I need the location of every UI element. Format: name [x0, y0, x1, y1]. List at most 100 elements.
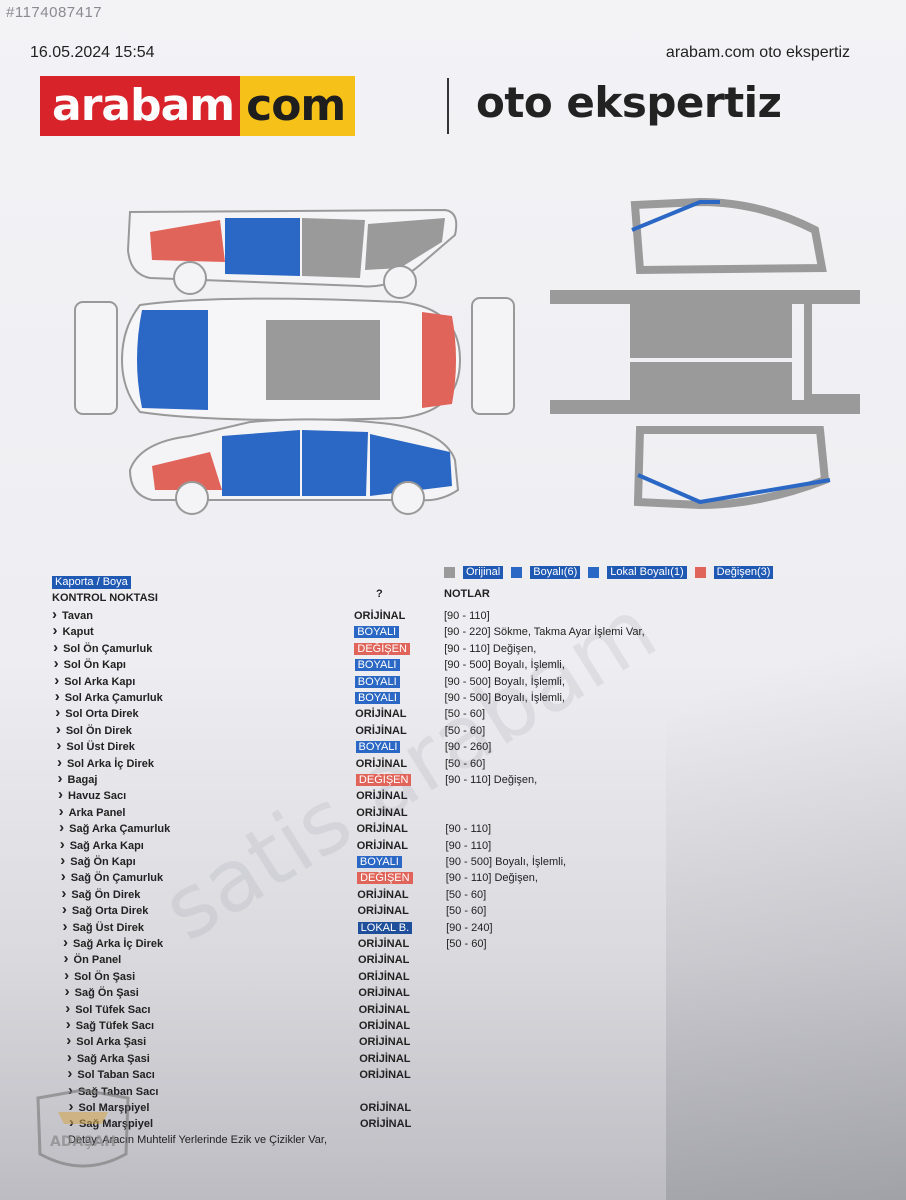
row-note: [50 - 60] — [446, 938, 487, 950]
row-point-name: Sol Ön Kapı — [54, 659, 126, 671]
legend-label-original: Orijinal — [463, 566, 504, 579]
legend-painted: Boyalı(6) — [511, 566, 581, 579]
row-status: ORİJİNAL — [355, 757, 408, 770]
left-side-view — [126, 208, 458, 299]
chassis-view — [550, 197, 860, 510]
table-row: Sağ Ön Çamurluk DEĞİŞEN [90 - 110] Değişen… — [0, 872, 906, 886]
left-rear-fender-original — [365, 218, 445, 270]
row-point-name: Sol Arka Şasi — [66, 1036, 146, 1048]
row-note: [90 - 500] Boyalı, İşlemli, — [445, 856, 567, 868]
row-status: DEĞİŞEN — [355, 774, 412, 786]
legend-changed: Değişen(3) — [694, 566, 774, 579]
row-status: ORİJİNAL — [356, 806, 408, 819]
row-note: [50 - 60] — [445, 888, 487, 901]
row-status: DEĞİŞEN — [354, 642, 410, 655]
dealer-badge-logo: ADAŞAH — [36, 1088, 130, 1168]
table-row: Kaput BOYALI [90 - 220] Sökme, Takma Ayar … — [0, 626, 906, 640]
row-status: BOYALI — [354, 626, 400, 639]
row-status: BOYALI — [355, 741, 401, 754]
row-status: ORİJİNAL — [357, 888, 409, 901]
row-status: ORİJİNAL — [359, 1069, 411, 1082]
table-row: Sol Arka İç Direk ORİJİNAL [50 - 60] — [0, 758, 906, 772]
row-status: ORİJİNAL — [356, 823, 408, 836]
row-point-name: Sağ Üst Direk — [62, 922, 144, 934]
row-status: ORİJİNAL — [355, 724, 407, 737]
right-front-door-painted — [222, 430, 300, 496]
row-point-name: Bagaj — [58, 774, 98, 786]
row-point-name: Ön Panel — [64, 954, 122, 966]
row-note: [90 - 240] — [446, 921, 493, 934]
roof-original — [266, 320, 380, 400]
section-title: Kaporta / Boya — [52, 576, 131, 589]
row-point-name: Sağ Arka Çamurluk — [59, 823, 170, 835]
row-note: [50 - 60] — [444, 757, 486, 770]
logo-left: arabam — [40, 76, 241, 136]
row-status: ORİJİNAL — [358, 1003, 410, 1016]
row-status: DEĞİŞEN — [357, 872, 413, 885]
row-status: ORİJİNAL — [359, 1118, 412, 1131]
row-note: [50 - 60] — [444, 708, 486, 721]
row-point-name: Sağ Arka Şasi — [67, 1053, 150, 1065]
row-point-name: Sol Arka Kapı — [54, 676, 135, 688]
right-front-fender-changed — [152, 452, 222, 490]
row-point-name: Sağ Arka İç Direk — [63, 938, 163, 950]
row-status: ORİJİNAL — [358, 987, 410, 1000]
hood-painted — [137, 310, 208, 410]
row-status: BOYALI — [354, 692, 400, 704]
legend: Orijinal Boyalı(6) Lokal Boyalı(1) Değiş… — [444, 566, 781, 579]
arabam-logo: arabam com — [40, 76, 356, 136]
logo-right: com — [240, 76, 356, 136]
table-row: Sol Tüfek Sacı ORİJİNAL — [0, 1004, 906, 1018]
left-front-fender-changed — [150, 220, 225, 262]
table-row: Sağ Arka Çamurluk ORİJİNAL [90 - 110] — [0, 823, 906, 837]
row-point-name: Kaput — [53, 626, 94, 638]
row-note: [90 - 260] — [444, 741, 492, 754]
row-point-name: Sol Ön Çamurluk — [53, 643, 152, 655]
row-note: [50 - 60] — [444, 724, 486, 737]
top-view — [74, 297, 515, 421]
row-point-name: Sol Arka İç Direk — [57, 758, 154, 770]
row-note: [90 - 110] Değişen, — [444, 642, 537, 655]
row-point-name: Sağ Ön Şasi — [65, 987, 139, 999]
legend-swatch-original — [444, 567, 455, 578]
right-rear-fender-painted — [370, 434, 452, 496]
row-note: [90 - 110] Değişen, — [445, 872, 538, 885]
legend-label-changed: Değişen(3) — [713, 566, 774, 579]
row-note: [90 - 110] — [445, 823, 492, 836]
row-status: ORİJİNAL — [354, 610, 406, 622]
row-note: [90 - 500] Boyalı, İşlemli, — [444, 675, 565, 688]
column-header-point: KONTROL NOKTASI — [52, 592, 158, 604]
row-point-name: Sol Ön Şasi — [64, 971, 135, 983]
table-row: Sol Ön Çamurluk DEĞİŞEN [90 - 110] Değişen… — [0, 642, 906, 657]
left-front-door-painted — [225, 218, 300, 276]
legend-swatch-painted — [511, 567, 523, 578]
row-point-name: Tavan — [52, 610, 93, 622]
legend-label-painted: Boyalı(6) — [530, 566, 581, 579]
row-note: [90 - 110] — [445, 839, 492, 852]
legend-local: Lokal Boyalı(1) — [588, 566, 687, 579]
row-note: [90 - 220] Sökme, Takma Ayar İşlemi Var, — [444, 626, 645, 639]
row-status: ORİJİNAL — [357, 905, 409, 918]
row-point-name: Sol Tüfek Sacı — [65, 1004, 150, 1016]
row-point-name: Sağ Orta Direk — [62, 905, 148, 917]
row-point-name: Sağ Ön Çamurluk — [61, 872, 163, 884]
legend-swatch-local — [588, 567, 600, 578]
ad-id: #1174087417 — [6, 4, 103, 21]
row-point-name: Sağ Tüfek Sacı — [66, 1020, 154, 1032]
table-row: Sağ Taban Sacı — [0, 1086, 906, 1100]
row-point-name: Sağ Taban Sacı — [68, 1086, 159, 1098]
